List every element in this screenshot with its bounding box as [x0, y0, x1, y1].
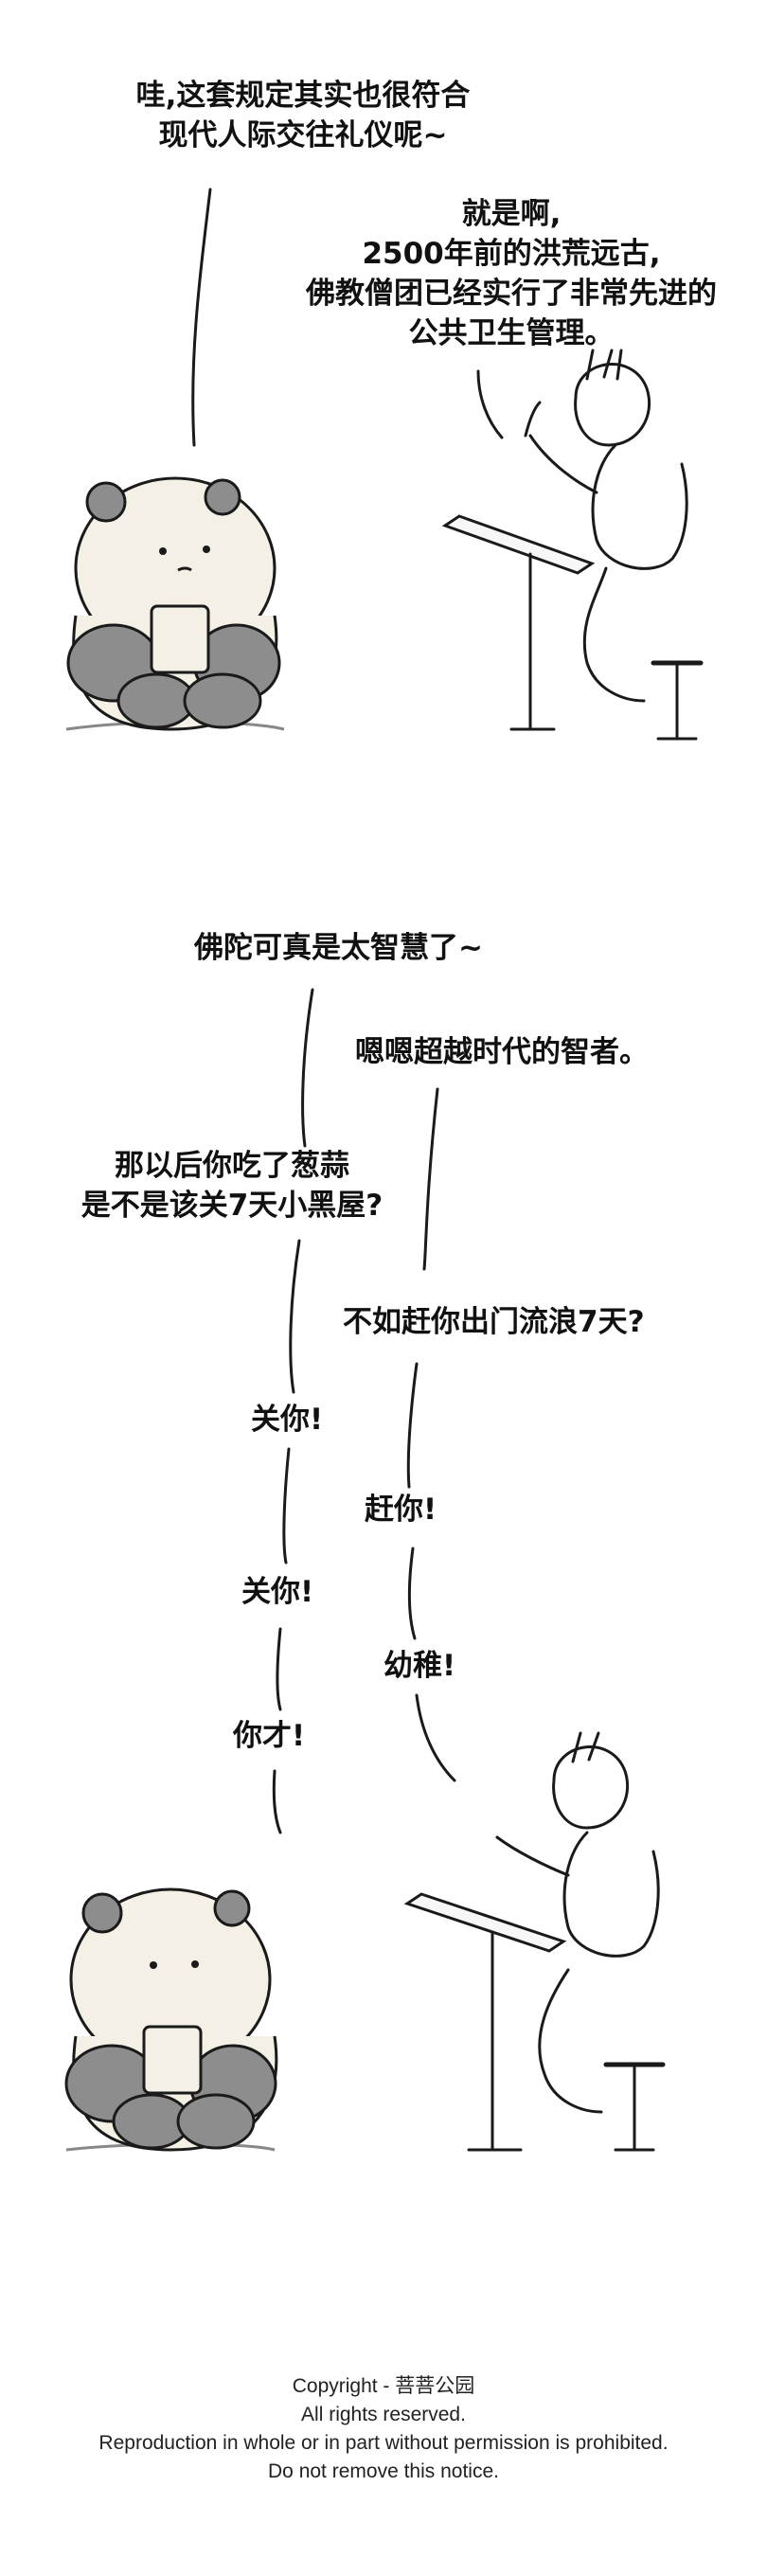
speech-tail-man-2 — [422, 1087, 439, 1271]
speech-tail-man-5 — [415, 1693, 456, 1782]
rights-line: All rights reserved. — [301, 2404, 466, 2425]
man-speech-1-line-1: 就是啊, — [461, 197, 562, 231]
copyright-footer: Copyright - 菩菩公园 All rights reserved. Re… — [0, 2372, 767, 2486]
speech-tail-panda-1 — [191, 188, 212, 447]
man-speech-3: 不如赶你出门流浪7天? — [343, 1305, 645, 1339]
panda-speech-6: 你才! — [233, 1719, 306, 1753]
man-speech-4: 赶你! — [365, 1493, 437, 1527]
speech-tail-panda-5 — [276, 1627, 282, 1711]
speech-tail-panda-4 — [282, 1447, 291, 1565]
man-illustration-2 — [403, 1731, 666, 2152]
panda-speech-2: 佛陀可真是太智慧了~ — [194, 931, 483, 965]
reproduction-line: Reproduction in whole or in part without… — [98, 2432, 669, 2454]
panda-speech-4: 关你! — [251, 1403, 324, 1437]
man-speech-1-line-4: 公共卫生管理。 — [408, 316, 615, 350]
speech-tail-panda-6 — [272, 1769, 282, 1834]
panda-speech-3-line-2: 是不是该关7天小黑屋? — [80, 1189, 384, 1223]
speech-tail-man-1 — [476, 369, 504, 439]
speech-tail-man-4 — [407, 1547, 417, 1640]
speech-tail-panda-3 — [289, 1239, 301, 1394]
speech-tail-man-3 — [406, 1362, 419, 1489]
notice-line: Do not remove this notice. — [268, 2460, 499, 2482]
panda-speech-1-line-1: 哇,这套规定其实也很符合 — [135, 79, 471, 113]
man-speech-2: 嗯嗯超越时代的智者。 — [355, 1035, 649, 1069]
panda-speech-3: 那以后你吃了葱蒜 是不是该关7天小黑屋? — [57, 1146, 407, 1225]
panda-speech-3-line-1: 那以后你吃了葱蒜 — [115, 1149, 349, 1183]
panda-speech-1: 哇,这套规定其实也很符合 现代人际交往礼仪呢~ — [57, 76, 549, 155]
man-speech-5: 幼稚! — [384, 1649, 456, 1683]
man-illustration-1 — [441, 349, 704, 741]
man-speech-1-line-3: 佛教僧团已经实行了非常先进的 — [306, 277, 717, 311]
panda-speech-5: 关你! — [241, 1575, 314, 1609]
speech-tail-panda-2 — [301, 988, 314, 1148]
panda-illustration-1 — [65, 476, 285, 731]
panda-illustration-2 — [64, 1887, 278, 2152]
man-speech-1-line-2: 2500年前的洪荒远古, — [362, 237, 661, 271]
man-speech-1: 就是啊, 2500年前的洪荒远古, 佛教僧团已经实行了非常先进的 公共卫生管理。 — [284, 194, 739, 353]
copyright-line: Copyright - 菩菩公园 — [292, 2375, 475, 2397]
panda-speech-1-line-2: 现代人际交往礼仪呢~ — [158, 118, 448, 152]
